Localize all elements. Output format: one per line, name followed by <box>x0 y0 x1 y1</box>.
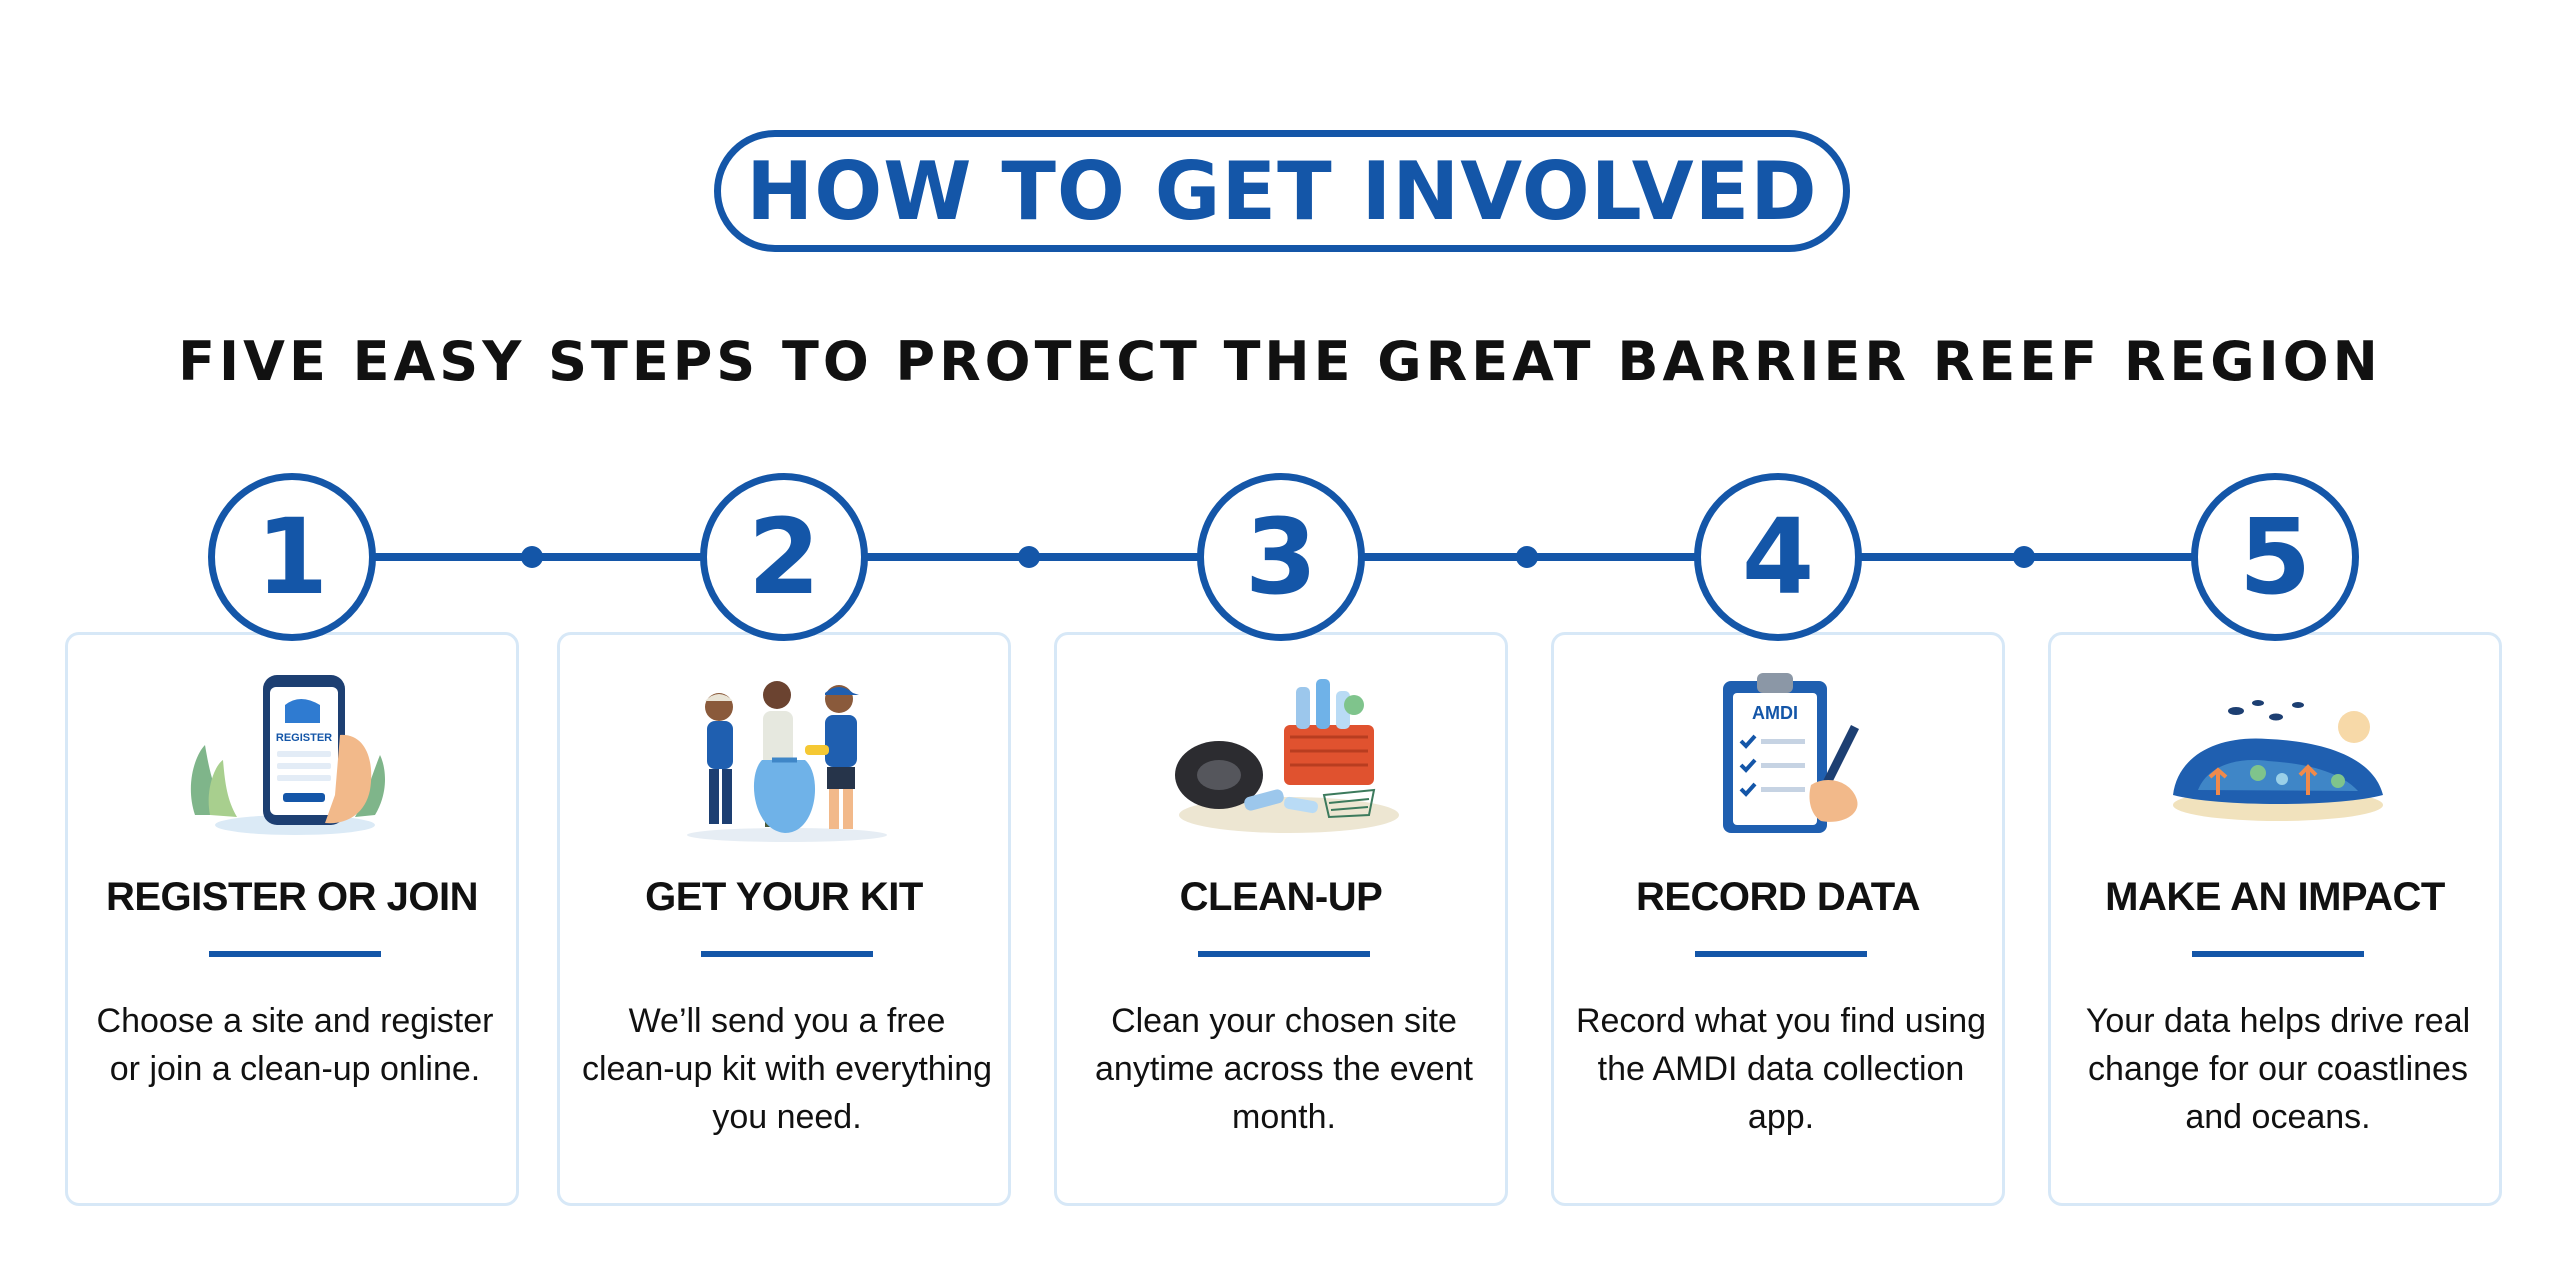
step-number-badge: 1 <box>208 473 376 641</box>
step-description: Your data helps drive real change for ou… <box>2085 1002 2471 1136</box>
volunteers-icon <box>687 681 887 842</box>
step-title: REGISTER OR JOIN <box>105 875 479 919</box>
connector-dot <box>1018 546 1040 568</box>
step-number-badge: 4 <box>1694 473 1862 641</box>
step-number-badge: 3 <box>1197 473 1365 641</box>
step-title: RECORD DATA <box>1635 875 1921 919</box>
step-number-badge: 2 <box>700 473 868 641</box>
step-number-badge: 5 <box>2191 473 2359 641</box>
step-description: Choose a site and register or join a cle… <box>96 1002 494 1088</box>
step-title: MAKE AN IMPACT <box>2105 875 2445 919</box>
step-card-impact: MAKE AN IMPACT Your data helps drive rea… <box>2048 632 2502 1206</box>
title-underline <box>1198 951 1370 957</box>
step-title: GET YOUR KIT <box>645 875 923 919</box>
connector-dot <box>1516 546 1538 568</box>
step-card-record: AMDI RECORD DATA Record what you find us… <box>1551 632 2005 1206</box>
step-number: 5 <box>2238 496 2312 618</box>
step-description: Clean your chosen site anytime across th… <box>1095 1002 1473 1136</box>
step-number: 3 <box>1244 496 1318 618</box>
connector-dot <box>521 546 543 568</box>
title-underline <box>2192 951 2364 957</box>
step-title: CLEAN-UP <box>1179 875 1383 919</box>
step-number: 1 <box>255 496 329 618</box>
clipboard-icon: AMDI <box>1723 673 1859 833</box>
step-card-cleanup: CLEAN-UP Clean your chosen site anytime … <box>1054 632 1508 1206</box>
step-card-register: REGISTER REGISTER OR JOIN Choose a site … <box>65 632 519 1206</box>
title-underline <box>209 951 381 957</box>
step-number: 4 <box>1741 496 1815 618</box>
title-badge: HOW TO GET INVOLVED <box>714 130 1850 252</box>
page-subtitle: FIVE EASY STEPS TO PROTECT THE GREAT BAR… <box>178 330 2382 393</box>
step-description: We’ll send you a free clean-up kit with … <box>581 1002 993 1136</box>
clipboard-label: AMDI <box>1752 703 1798 723</box>
title-underline <box>1695 951 1867 957</box>
connector-dot <box>2013 546 2035 568</box>
title-underline <box>701 951 873 957</box>
page-title: HOW TO GET INVOLVED <box>746 144 1818 238</box>
phone-register-icon: REGISTER <box>190 675 385 835</box>
litter-pile-icon <box>1175 679 1399 833</box>
phone-screen-label: REGISTER <box>276 732 332 744</box>
reef-icon <box>2173 700 2383 821</box>
step-number: 2 <box>747 496 821 618</box>
step-card-kit: GET YOUR KIT We’ll send you a free clean… <box>557 632 1011 1206</box>
step-description: Record what you find using the AMDI data… <box>1575 1002 1987 1136</box>
